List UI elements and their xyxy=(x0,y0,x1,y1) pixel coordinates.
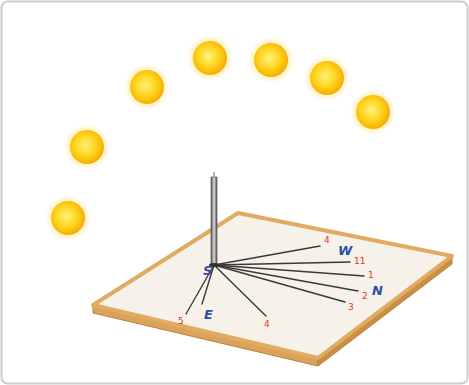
hour-number: 3 xyxy=(348,303,354,312)
hour-number: 2 xyxy=(362,292,368,301)
compass-letter: E xyxy=(204,308,213,321)
hour-number: 5 xyxy=(178,317,184,326)
sundial-board xyxy=(93,213,452,366)
compass-letter: N xyxy=(372,284,383,297)
hour-number: 1 xyxy=(368,271,374,280)
compass-letter: S xyxy=(203,264,212,277)
hour-number: 4 xyxy=(324,236,330,245)
hour-number: 4 xyxy=(264,320,270,329)
compass-letter: W xyxy=(338,244,352,257)
gnomon xyxy=(209,172,219,267)
hour-number: 11 xyxy=(354,257,365,266)
sun-positions xyxy=(45,35,396,241)
